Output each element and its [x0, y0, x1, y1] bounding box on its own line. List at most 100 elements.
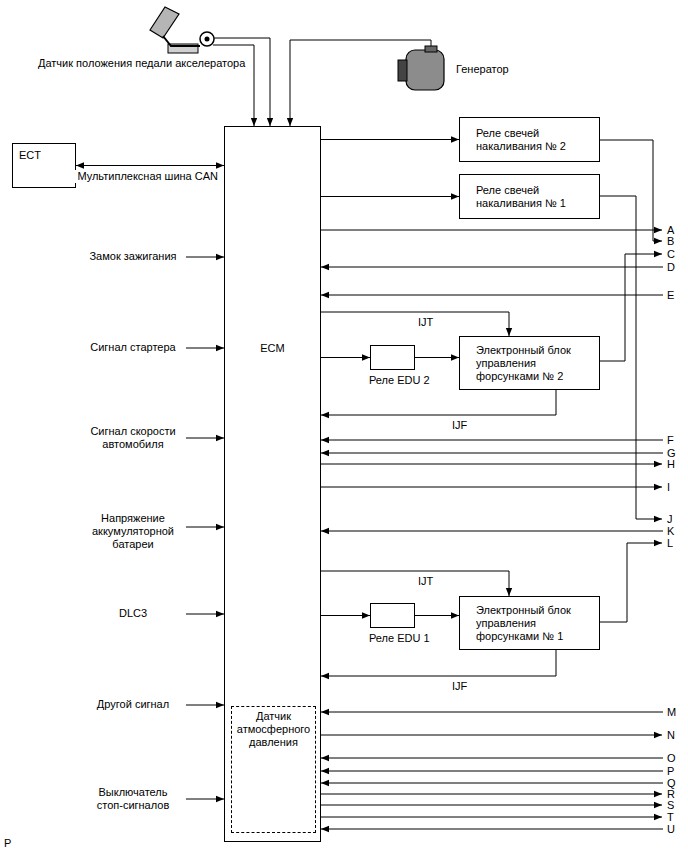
node-text: Реле EDU 2 [369, 374, 430, 387]
return-wire [321, 267, 663, 268]
figure-code: P [4, 837, 11, 850]
relay-wire [600, 196, 662, 519]
output-wire [321, 230, 662, 231]
relay-box: Реле свечей накаливания № 1 [459, 174, 600, 219]
pin-letter: H [667, 458, 675, 470]
input-wire [186, 348, 224, 349]
node-text: Электронный блок управления форсунками №… [476, 344, 591, 383]
pin-letter: P [667, 765, 674, 777]
pin-letter: A [667, 224, 674, 236]
connector [321, 650, 556, 676]
pressure-sensor-box: Датчик атмосферного давления [231, 706, 316, 833]
return-wire [321, 712, 663, 713]
connector [321, 571, 509, 596]
output-wire [321, 794, 662, 795]
signal-name: Напряжение аккумуляторной батареи [78, 512, 188, 551]
edu-relay: Реле EDU 2 [370, 345, 415, 370]
connector [321, 139, 459, 140]
input-wire [186, 614, 224, 615]
output-wire [321, 464, 662, 465]
pin-letter: E [667, 289, 674, 301]
ect-box: ECT [12, 143, 76, 188]
node-text: Реле свечей накаливания № 1 [476, 184, 591, 210]
pin-letter: M [667, 706, 676, 718]
pin-letter: I [667, 481, 670, 493]
pin-letter: U [667, 823, 675, 835]
generator-body [406, 50, 444, 90]
connector [321, 312, 509, 336]
pin-letter: C [667, 248, 675, 260]
pedal-sensor-hub [205, 37, 210, 42]
return-wire [321, 440, 663, 441]
signal-label: IJF [450, 419, 469, 432]
output-wire [321, 817, 662, 818]
pin-letter: D [667, 261, 675, 273]
connector [321, 390, 556, 415]
node-text: ECT [19, 149, 69, 162]
signal-name: Сигнал стартера [78, 341, 188, 354]
input-wire [186, 799, 224, 800]
signal-label: Мультиплексная шина CAN [75, 170, 220, 183]
output-wire [321, 805, 662, 806]
signal-name: Другой сигнал [78, 698, 188, 711]
generator-pulley [398, 60, 407, 81]
ecm-unit: ECM Датчик атмосферного давления [224, 126, 321, 842]
signal-label: IJT [416, 316, 435, 329]
generator-wire [290, 40, 431, 126]
generator-terminal [425, 46, 437, 52]
node-text: ECM [225, 342, 320, 355]
pin-letter: N [667, 729, 675, 741]
return-wire [321, 758, 663, 759]
pin-letter: R [667, 788, 675, 800]
pedal-pad [150, 7, 179, 38]
driver-wire [600, 543, 662, 622]
connector [76, 165, 224, 166]
connector [321, 196, 459, 197]
return-wire [321, 829, 663, 830]
pin-letter: Q [667, 777, 676, 789]
input-wire [186, 705, 224, 706]
pin-letter: S [667, 799, 674, 811]
injector-driver-box: Электронный блок управления форсунками №… [459, 336, 600, 390]
output-wire [321, 735, 662, 736]
pedal-sensor [200, 32, 214, 46]
pin-letter: B [667, 235, 674, 247]
connector [415, 615, 459, 616]
node-text: Датчик атмосферного давления [236, 710, 311, 749]
part-label: Генератор [456, 63, 509, 76]
node-text: Электронный блок управления форсунками №… [476, 604, 591, 643]
return-wire [321, 771, 663, 772]
signal-name: Сигнал скорости автомобиля [78, 425, 188, 451]
part-label: Датчик положения педали акселератора [38, 57, 245, 70]
relay-box: Реле свечей накаливания № 2 [459, 117, 600, 162]
node-text: Реле EDU 1 [369, 632, 430, 645]
pin-letter: L [667, 537, 673, 549]
connector [321, 357, 370, 358]
input-wire [186, 438, 224, 439]
return-wire [321, 453, 663, 454]
pedal-arm [163, 36, 200, 46]
return-wire [321, 531, 663, 532]
input-wire [186, 527, 224, 528]
pin-letter: G [667, 447, 676, 459]
node-text: Реле свечей накаливания № 2 [476, 127, 591, 153]
relay-wire [600, 140, 662, 241]
pin-letter: J [667, 513, 673, 525]
injector-driver-box: Электронный блок управления форсунками №… [459, 596, 600, 650]
signal-label: IJF [450, 680, 469, 693]
generator-illustration [398, 46, 444, 90]
sensor-wire [214, 38, 270, 126]
return-wire [321, 295, 663, 296]
signal-label: IJT [416, 575, 435, 588]
return-wire [321, 783, 663, 784]
connector [321, 615, 370, 616]
connector [415, 357, 459, 358]
pin-letter: K [667, 525, 674, 537]
input-wire [186, 257, 224, 258]
pin-letter: T [667, 811, 674, 823]
signal-name: DLC3 [78, 607, 188, 620]
pin-letter: F [667, 434, 674, 446]
pedal-illustration [150, 7, 214, 53]
signal-name: Замок зажигания [78, 250, 188, 263]
